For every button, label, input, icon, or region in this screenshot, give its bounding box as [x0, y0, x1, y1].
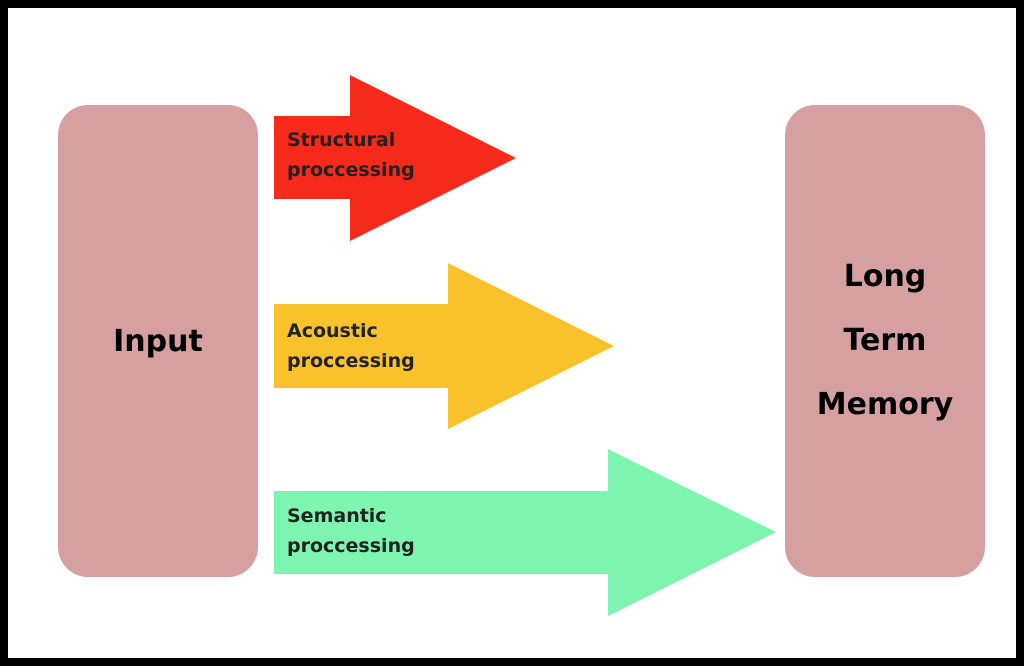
structural-label: Structural proccessing	[287, 125, 415, 185]
arrows-layer	[274, 75, 776, 616]
semantic-label: Semantic proccessing	[287, 501, 415, 561]
semantic-label-line1: Semantic	[287, 505, 387, 527]
structural-arrow	[274, 75, 516, 241]
ltm-line-2: Term	[843, 323, 927, 358]
acoustic-arrow	[274, 263, 614, 429]
slide-canvas: Input Structural proccessing Acoustic pr…	[8, 8, 1016, 658]
semantic-label-line2: proccessing	[287, 535, 415, 557]
acoustic-label-line1: Acoustic	[287, 320, 378, 342]
acoustic-label-line2: proccessing	[287, 350, 415, 372]
input-box: Input	[58, 105, 258, 577]
structural-label-line2: proccessing	[287, 159, 415, 181]
ltm-line-3: Memory	[816, 387, 954, 422]
acoustic-label: Acoustic proccessing	[287, 316, 415, 376]
input-label: Input	[113, 323, 203, 359]
structural-label-line1: Structural	[287, 129, 396, 151]
long-term-memory-box: Long Term Memory	[785, 105, 985, 577]
ltm-line-1: Long	[843, 259, 927, 294]
semantic-arrow	[274, 449, 776, 616]
